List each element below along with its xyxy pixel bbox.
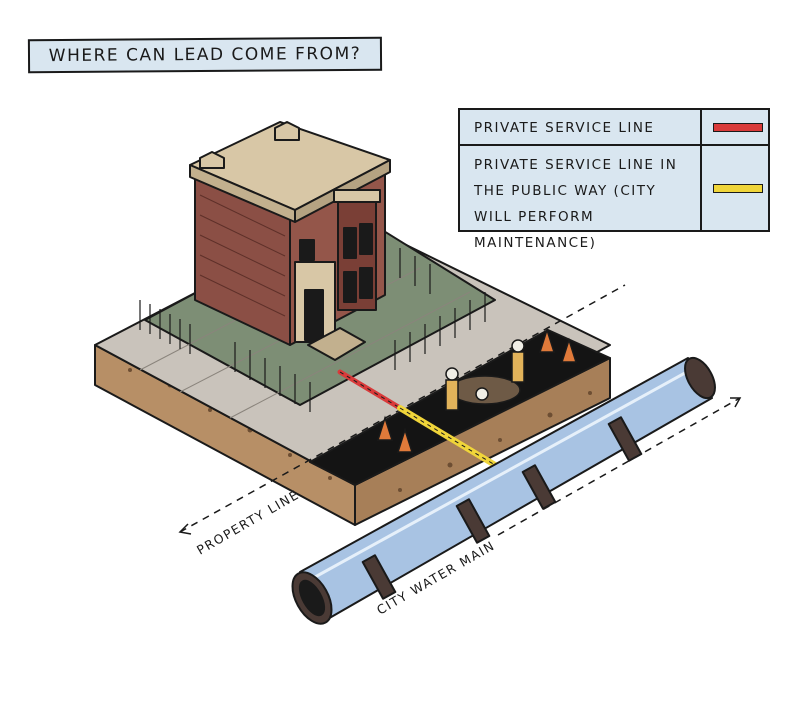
legend-label: Private service line <box>474 120 655 136</box>
house <box>189 121 391 361</box>
legend-item-private-line: Private service line <box>460 110 768 146</box>
water-main-pipe <box>291 356 716 625</box>
legend-divider <box>700 110 702 144</box>
water-main-arrow <box>497 397 742 536</box>
workers <box>445 339 525 411</box>
legend-swatch-yellow <box>713 184 763 193</box>
legend-item-public-way-line: Private service line in the public way (… <box>460 146 768 251</box>
legend-swatch-red <box>713 123 763 132</box>
property-line <box>178 284 626 535</box>
property-line-label: Property line <box>194 487 302 558</box>
legend-divider <box>700 146 702 232</box>
legend: Private service line Private service lin… <box>458 108 770 251</box>
legend-label: Private service line in the public way (… <box>474 157 678 251</box>
service-lines <box>337 369 498 468</box>
traffic-cones <box>376 327 578 453</box>
fence <box>139 240 486 412</box>
